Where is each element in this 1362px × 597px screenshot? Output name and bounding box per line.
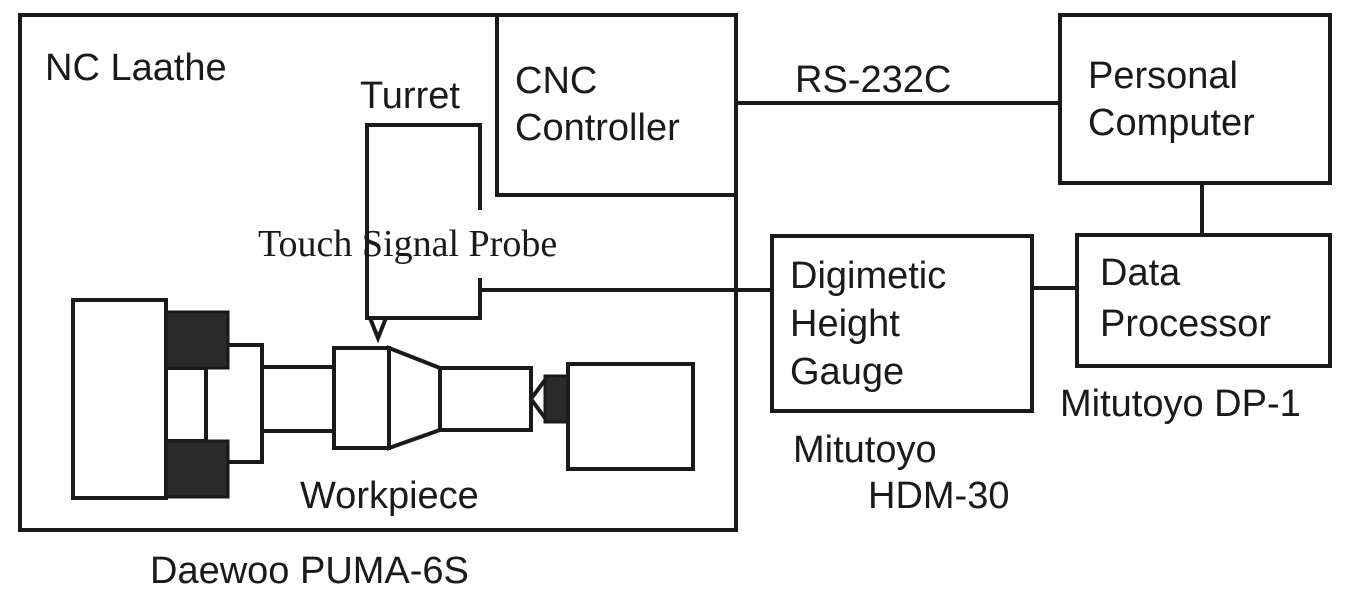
dp-label-line1: Data	[1100, 252, 1181, 294]
spindle	[164, 366, 208, 443]
workpiece-shaft-right	[438, 366, 533, 432]
gauge-label-line1: Digimetic	[790, 255, 946, 297]
cnc-label-line2: Controller	[515, 107, 680, 149]
nc-lathe-box	[18, 13, 738, 532]
rs232-label: RS-232C	[795, 59, 951, 101]
cnc-controller-box	[495, 13, 738, 197]
height-gauge-box	[770, 234, 1034, 413]
turret-frame-lower	[365, 278, 482, 320]
workpiece-label: Workpiece	[300, 475, 479, 517]
tailstock	[566, 362, 695, 471]
probe-label: Touch Signal Probe	[258, 223, 557, 265]
tailstock-quill	[543, 374, 570, 424]
workpiece-shaft-left	[260, 365, 336, 433]
gauge-label-line2: Height	[790, 303, 900, 345]
nc-lathe-label: NC Laathe	[45, 47, 227, 89]
pc-label-line2: Computer	[1088, 102, 1255, 144]
dp-model-label: Mitutoyo DP-1	[1060, 383, 1301, 425]
workpiece-collar	[332, 346, 391, 450]
lathe-model-label: Daewoo PUMA-6S	[150, 550, 469, 592]
headstock	[71, 298, 168, 500]
tailstock-center	[528, 378, 547, 420]
chuck-jaw-bottom	[164, 439, 230, 499]
turret-frame-left	[365, 123, 482, 300]
gauge-label-line3: Gauge	[790, 351, 904, 393]
chuck-jaw-top	[164, 310, 230, 370]
pc-label-line1: Personal	[1088, 55, 1238, 97]
probe-tip	[368, 317, 388, 344]
gauge-model-line1: Mitutoyo	[793, 429, 937, 471]
workpiece-taper	[387, 345, 442, 451]
dp-label-line2: Processor	[1100, 303, 1271, 345]
gauge-model-line2: HDM-30	[868, 475, 1009, 517]
turret-label: Turret	[360, 75, 460, 117]
cnc-label-line1: CNC	[515, 60, 597, 102]
personal-computer-box	[1058, 13, 1332, 185]
